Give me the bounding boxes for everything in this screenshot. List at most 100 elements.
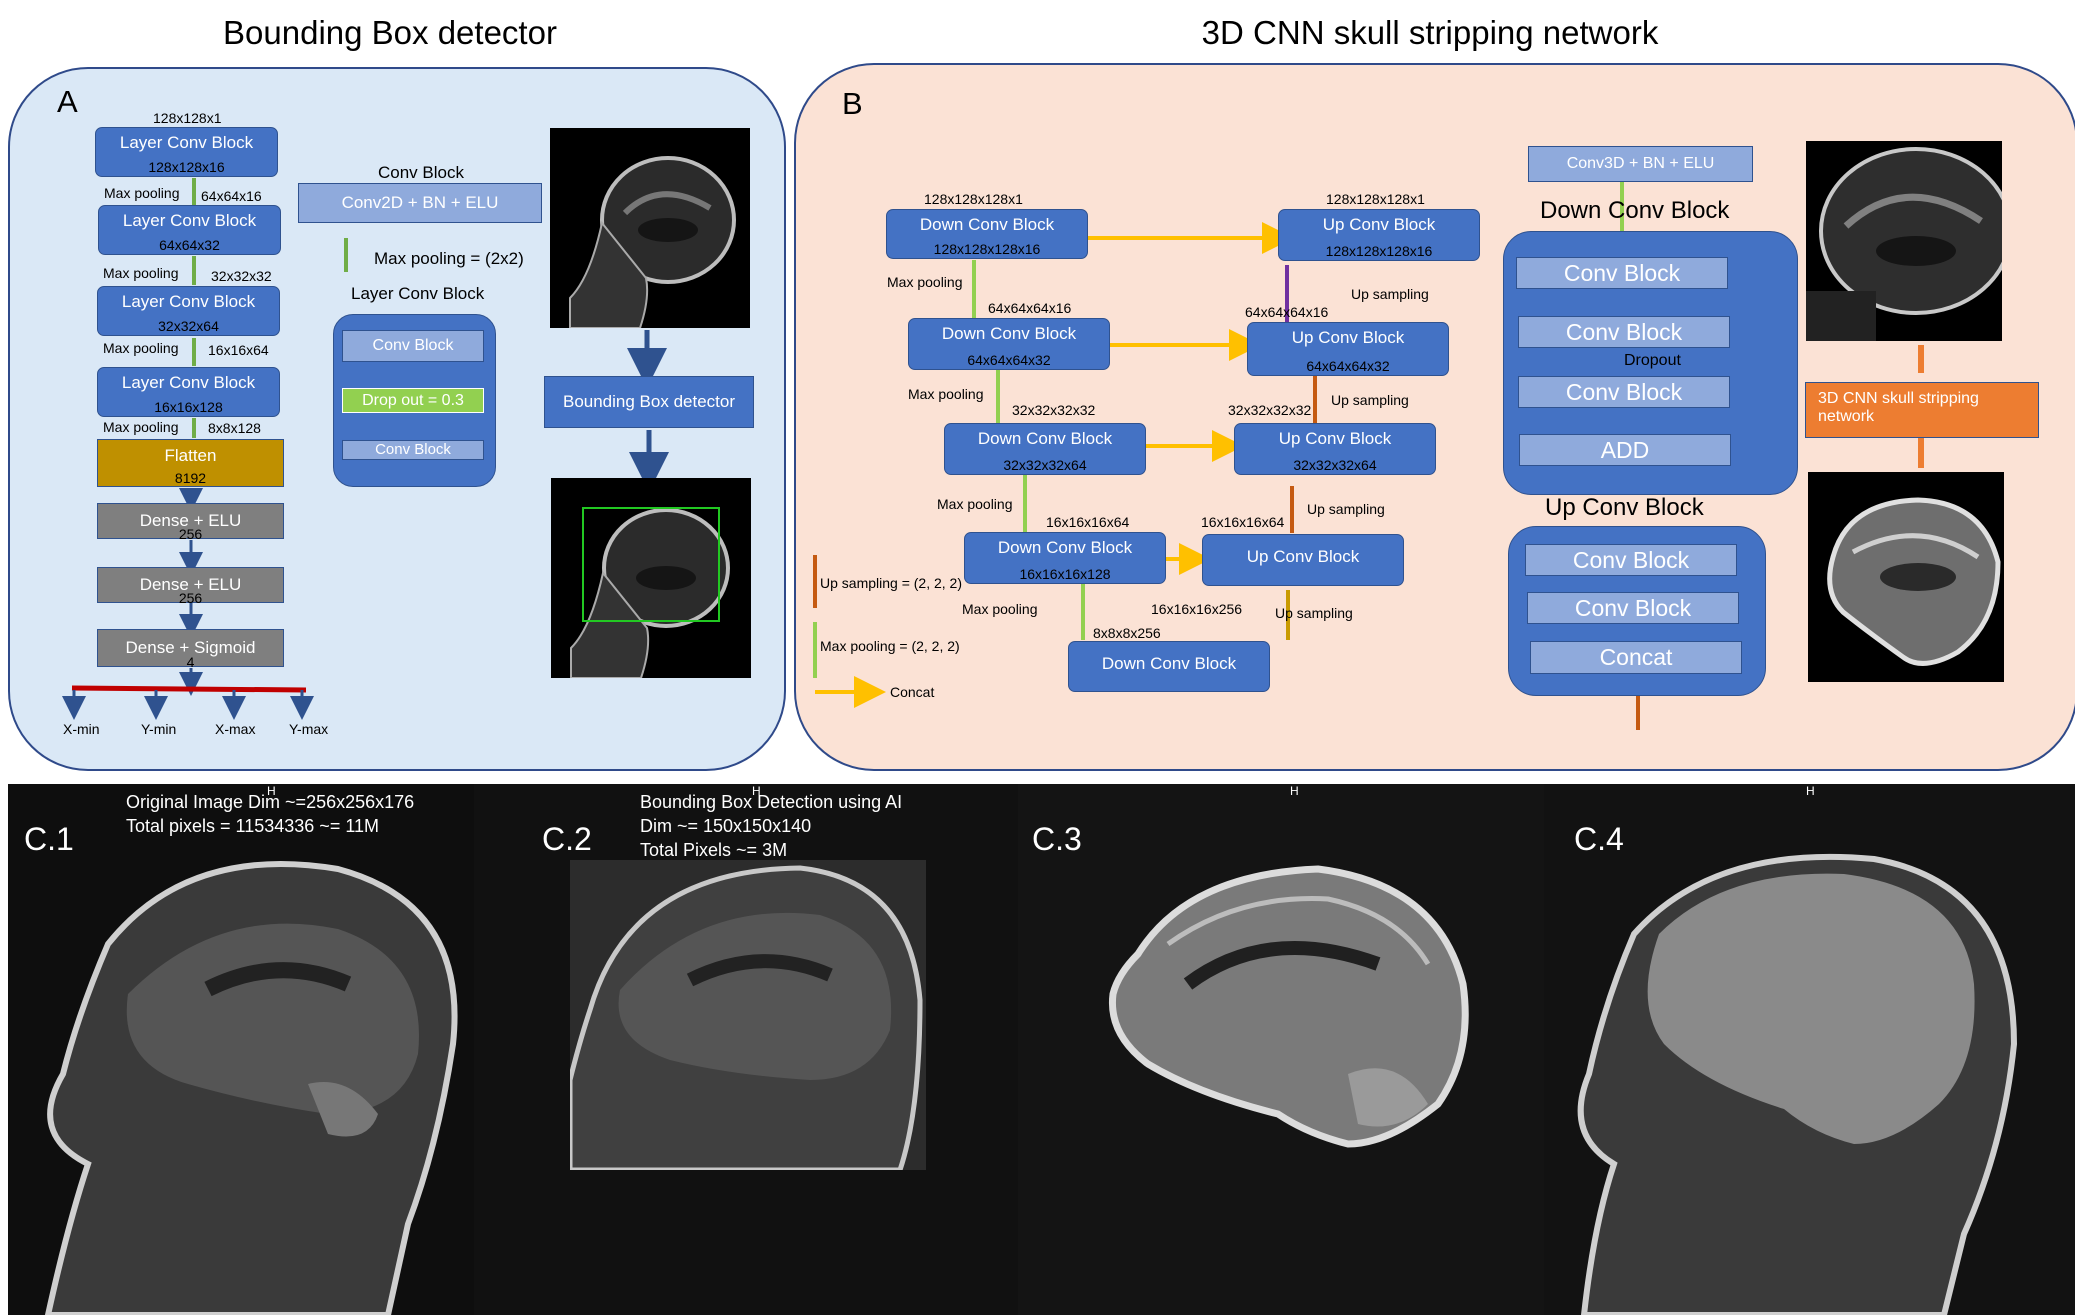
c2-crop-illustration [570,865,923,1170]
pool-dim-a4: 8x8x128 [208,420,261,436]
up-block-concat: Concat [1530,641,1742,674]
brain-mask [1647,873,1975,1144]
pool-label-a3: Max pooling [103,340,179,356]
up-block-conv-1: Conv Block [1525,544,1737,576]
dense-dim: 256 [178,526,203,542]
up1-in: 128x128x128x1 [1326,191,1425,207]
up3-in: 32x32x32x32 [1228,402,1312,418]
up-sampling-2: Up sampling [1331,392,1409,408]
panel-c3: C.3 H [1018,784,1552,1315]
output-ymax: Y-max [289,721,329,737]
legend-conv-block-title: Conv Block [378,163,464,182]
block-label: Down Conv Block [1101,654,1237,673]
output-bar [71,685,307,693]
legend-up-sampling: Up sampling = (2, 2, 2) [820,575,963,591]
panel-c4: C.4 H [1544,784,2075,1315]
mri-stripped-image [1808,472,2004,682]
bottom-up-in: 16x16x16x256 [1151,601,1243,617]
legend-conv2d-block: Conv2D + BN + ELU [298,183,542,223]
up-conv-block-2: Up Conv Block 64x64x64x32 [1247,322,1449,376]
flatten-label: Flatten [164,446,217,465]
mri-crop-illustration [1806,147,2002,341]
dense-label: Dense + Sigmoid [125,638,256,657]
down-block-conv-2: Conv Block [1518,316,1730,348]
down-block-dropout: Dropout [1624,352,1681,369]
down-conv-block-2: Down Conv Block 64x64x64x32 [908,318,1110,370]
legend-conv-block-2: Conv Block [342,440,484,460]
mri-input-image [550,128,750,328]
c3-marker: H [1290,784,1299,798]
block-dim: 128x128x16 [148,159,225,175]
dense-dim: 4 [186,654,195,670]
pool-label-a4: Max pooling [103,419,179,435]
up-sampling-4: Up sampling [1275,605,1353,621]
down-block-conv-3: Conv Block [1518,376,1730,408]
up-sampling-1: Up sampling [1351,286,1429,302]
layer-conv-block-2: Layer Conv Block 64x64x32 [98,205,281,255]
layer-conv-block-3: Layer Conv Block 32x32x64 [97,286,280,336]
c2-line-3: Total Pixels ~= 3M [640,840,788,860]
c3-stripped-brain [1108,865,1469,1148]
c1-label: C.1 [24,821,74,857]
down-conv-block-4: Down Conv Block 16x16x16x128 [964,532,1166,584]
c3-label: C.3 [1032,821,1082,857]
block-label: Up Conv Block [1322,215,1436,234]
panel-c2: C.2 Bounding Box Detection using AI Dim … [476,784,1016,1315]
down1-in: 128x128x128x1 [924,191,1023,207]
up-conv-block-3: Up Conv Block 32x32x32x64 [1234,423,1436,475]
c4-label: C.4 [1574,821,1624,857]
up-sampling-3: Up sampling [1307,501,1385,517]
block-dim: 128x128x128x16 [933,241,1041,257]
dense-elu-1: Dense + ELU 256 [97,503,284,542]
c1-line-1: Original Image Dim ~=256x256x176 [126,792,415,812]
skull-stripping-network-block: 3D CNN skull stripping network [1805,382,2039,438]
mri-stripped-illustration [1827,497,2001,666]
output-xmin: X-min [63,721,100,737]
mri-bbox-image [551,478,751,678]
up-conv-block-4: Up Conv Block [1202,534,1404,586]
pool-dim-a3: 16x16x64 [208,342,269,358]
down-block-add: ADD [1519,434,1731,466]
down-conv-block-1: Down Conv Block 128x128x128x16 [886,209,1088,259]
c2-label: C.2 [542,821,592,857]
legend-dropout-block: Drop out = 0.3 [342,388,484,413]
block-dim: 32x32x32x64 [1003,457,1087,473]
flatten-dim: 8192 [174,470,207,486]
up-block-conv-2: Conv Block [1527,592,1739,624]
block-dim: 64x64x64x32 [1306,358,1390,374]
block-label: Down Conv Block [977,429,1113,448]
conv3d-block: Conv3D + BN + ELU [1528,146,1753,182]
dense-dim: 256 [178,590,203,606]
block-dim: 16x16x16x128 [1019,566,1111,582]
block-dim: 32x32x64 [158,318,219,334]
block-label: Down Conv Block [919,215,1055,234]
c4-marker: H [1806,784,1815,798]
c4-mask-overlay [1577,853,2018,1315]
legend-layer-conv-title: Layer Conv Block [351,284,485,303]
panel-c1: C.1 Original Image Dim ~=256x256x176 Tot… [8,784,474,1315]
up-conv-block-1: Up Conv Block 128x128x128x16 [1278,209,1480,261]
pool-dim-a1: 64x64x16 [201,188,262,204]
c1-head-mri [44,861,458,1315]
down-block-conv-1: Conv Block [1516,257,1728,289]
block-label: Up Conv Block [1291,328,1405,347]
left-title: Bounding Box detector [223,14,557,51]
block-label: Layer Conv Block [121,373,256,392]
mri-head-illustration [569,156,736,328]
layer-conv-block-1: Layer Conv Block 128x128x16 [95,127,278,177]
block-label: Layer Conv Block [122,211,257,230]
block-label: Up Conv Block [1278,429,1392,448]
panel-a-letter: A [57,84,78,119]
pool-label-a2: Max pooling [103,265,179,281]
bottom-strip: C.1 Original Image Dim ~=256x256x176 Tot… [8,784,2075,1315]
block-label: Layer Conv Block [119,133,254,152]
pool-dim-a2: 32x32x32 [211,268,272,284]
up-block-title: Up Conv Block [1545,494,1704,521]
output-ymin: Y-min [141,721,177,737]
flatten-block: Flatten 8192 [97,439,284,487]
c2-line-2: Dim ~= 150x150x140 [640,816,812,836]
c2-cropped-mri [570,860,926,1170]
down-conv-block-5: Down Conv Block [1068,641,1270,692]
block-dim: 64x64x32 [159,237,220,253]
down5-in: 8x8x8x256 [1093,625,1161,641]
